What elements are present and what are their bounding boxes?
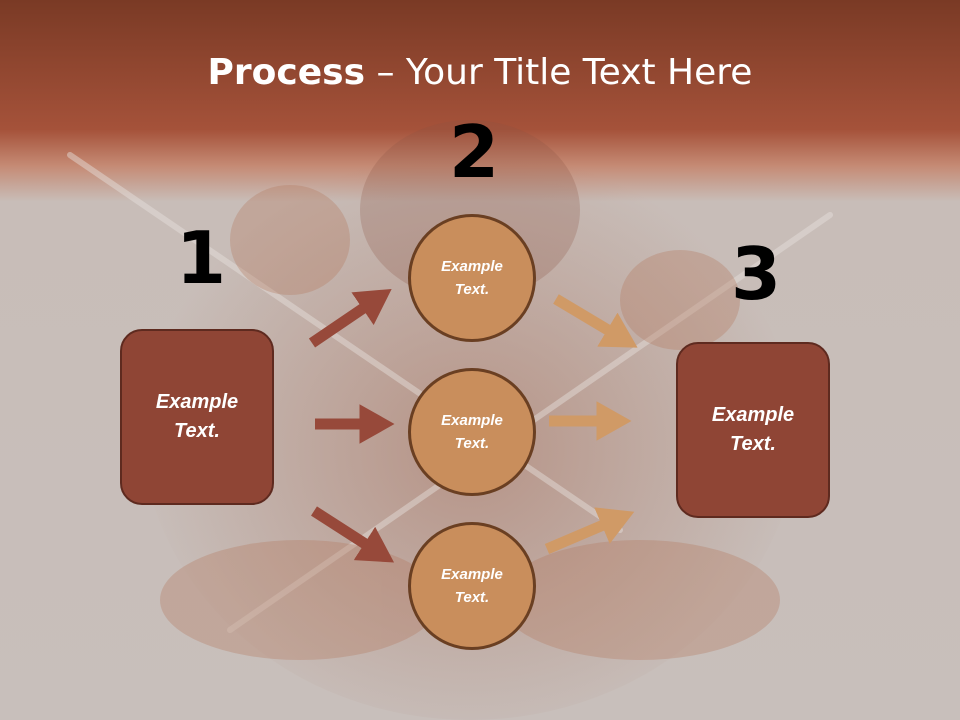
arrow-right-top — [553, 294, 638, 348]
arrow-right-bottom — [544, 507, 635, 555]
page-title: Process – Your Title Text Here — [0, 52, 960, 93]
arrow-left-top — [308, 288, 392, 348]
left-box: Example Text. — [120, 329, 274, 505]
arrow-left-bottom — [311, 506, 395, 563]
title-bold: Process — [207, 52, 366, 93]
circle-bottom-text: Example Text. — [441, 566, 503, 606]
circle-bottom: Example Text. — [408, 522, 536, 650]
left-box-text: Example Text. — [155, 391, 239, 442]
title-rest: – Your Title Text Here — [365, 52, 753, 93]
circle-middle-text: Example Text. — [441, 412, 503, 452]
circle-top-text: Example Text. — [441, 258, 503, 298]
step-number-3: 3 — [731, 232, 782, 316]
circle-top: Example Text. — [408, 214, 536, 342]
right-box: Example Text. — [676, 342, 830, 518]
right-box-text: Example Text. — [711, 404, 795, 455]
circle-middle: Example Text. — [408, 368, 536, 496]
step-number-1: 1 — [176, 216, 227, 300]
step-number-2: 2 — [449, 110, 500, 194]
